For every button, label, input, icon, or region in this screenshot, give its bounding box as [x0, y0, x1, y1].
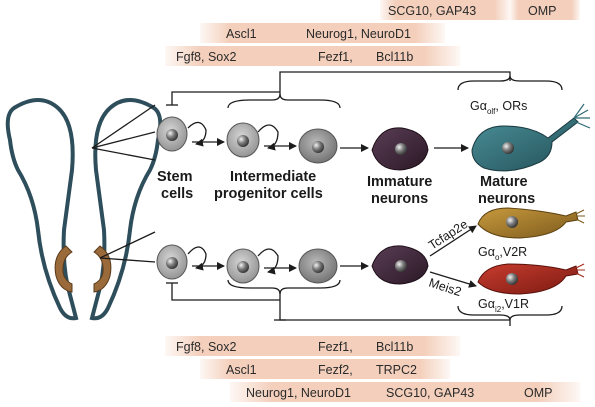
band-scg10-gap43-top	[380, 0, 510, 20]
vno-mature-neuron-lower	[477, 263, 585, 295]
pointer-line-vno-2	[99, 257, 156, 263]
bottom-mature-brace	[457, 305, 563, 321]
band-label-omp-bottom: OMP	[524, 386, 552, 400]
band-label-bcl11b-bottom: Bcl11b	[376, 340, 413, 354]
self-renewal-arrow-icon	[187, 246, 207, 271]
pointer-line-olfactory-1	[91, 104, 156, 149]
stage-label-mature-line1: Mature	[480, 174, 528, 190]
branch-arrow-upper	[429, 225, 477, 257]
band-neurog1-omp-bottom	[230, 382, 580, 402]
stage-label-intermediate-line1: Intermediate	[230, 169, 316, 185]
branch-arrow-lower	[429, 271, 477, 288]
band-label-neurog1-neurod1-top: Neurog1, NeuroD1	[306, 27, 411, 41]
branch-label-meis2: Meis2	[427, 276, 463, 300]
self-renewal-arrow-icon	[257, 124, 279, 151]
bottom-intermediate-brace	[227, 279, 341, 295]
branch-factor-labels: Tcfap2e Meis2	[426, 217, 470, 299]
self-renewal-arrow-icon	[257, 248, 279, 275]
top-stem-cell	[156, 116, 207, 152]
pointer-line-olfactory-2	[91, 131, 156, 149]
top-immature-neuron	[371, 127, 429, 171]
vomeronasal-organ-left	[54, 245, 73, 293]
stage-label-immature-line2: neurons	[371, 191, 428, 207]
receptor-label-v1r: Gαi2,V1R	[478, 297, 529, 314]
bottom-intermediate-cell-2	[298, 248, 338, 284]
stage-label-immature-line1: Immature	[367, 174, 432, 190]
receptor-label-olf: Gαolf, ORs	[470, 99, 527, 116]
bottom-feedback-inhibition	[166, 279, 563, 326]
pointer-line-olfactory-3	[91, 147, 156, 161]
receptor-labels: Gαolf, ORs Gαo,V2R Gαi2,V1R	[470, 99, 529, 314]
bottom-intermediate-cell-1	[226, 248, 279, 284]
band-omp-top	[510, 0, 580, 20]
stage-label-stem-line1: Stem	[157, 169, 192, 185]
band-label-bcl11b-top: Bcl11b	[376, 50, 413, 64]
band-label-ascl1-bottom: Ascl1	[226, 363, 257, 377]
band-label-fezf1-bottom: Fezf1,	[318, 340, 353, 354]
self-renewal-arrow-icon	[187, 121, 207, 147]
bottom-stem-cell	[156, 244, 207, 280]
stage-label-mature-line2: neurons	[478, 191, 535, 207]
stage-label-intermediate-line2: progenitor cells	[214, 186, 323, 202]
receptor-label-v2r: Gαo,V2R	[478, 245, 527, 262]
band-label-trpc2-bottom: TRPC2	[376, 363, 417, 377]
band-label-scg10-gap43-bottom: SCG10, GAP43	[386, 386, 474, 400]
stage-labels: Stem cells Intermediate progenitor cells…	[157, 169, 535, 207]
vomeronasal-organ-right	[93, 245, 112, 293]
top-cell-lineage	[156, 103, 591, 172]
stage-label-stem-line2: cells	[161, 186, 193, 202]
top-feedback-inhibition	[166, 71, 563, 109]
cilia-icon	[573, 103, 591, 129]
band-label-fezf2-bottom: Fezf2,	[318, 363, 353, 377]
band-fgf8-bcl11b-bottom	[165, 336, 460, 356]
vno-mature-neuron-upper	[477, 207, 585, 239]
dendrite-tip-icon	[575, 209, 585, 224]
nasal-cavity-illustration	[5, 98, 163, 321]
band-fgf8-bcl11b-top	[165, 46, 460, 66]
bottom-gene-bands: Fgf8, Sox2 Fezf1, Bcl11b Ascl1 Fezf2, TR…	[165, 336, 580, 402]
top-intermediate-brace	[227, 93, 341, 109]
band-label-scg10-gap43-top: SCG10, GAP43	[388, 4, 476, 18]
bottom-cell-lineage	[156, 207, 585, 295]
band-label-ascl1-top: Ascl1	[226, 27, 257, 41]
top-intermediate-cell-1	[226, 122, 279, 158]
top-mature-brace	[457, 75, 563, 91]
pointer-line-vno-1	[99, 231, 156, 259]
band-label-fgf8-sox2-top: Fgf8, Sox2	[176, 50, 236, 64]
top-intermediate-cell-2	[298, 128, 338, 164]
band-label-fgf8-sox2-bottom: Fgf8, Sox2	[176, 340, 236, 354]
band-ascl1-neurog1-top	[200, 23, 445, 43]
top-gene-bands: SCG10, GAP43 OMP Ascl1 Neurog1, NeuroD1 …	[165, 0, 580, 66]
top-mature-olfactory-neuron	[471, 103, 591, 172]
band-label-fezf1-top: Fezf1,	[318, 50, 353, 64]
band-ascl1-trpc2-bottom	[200, 359, 450, 379]
dendrite-tip-icon	[575, 263, 585, 278]
band-label-omp-top: OMP	[528, 4, 556, 18]
bottom-immature-neuron	[371, 245, 429, 285]
band-label-neurog1-neurod1-bottom: Neurog1, NeuroD1	[246, 386, 351, 400]
